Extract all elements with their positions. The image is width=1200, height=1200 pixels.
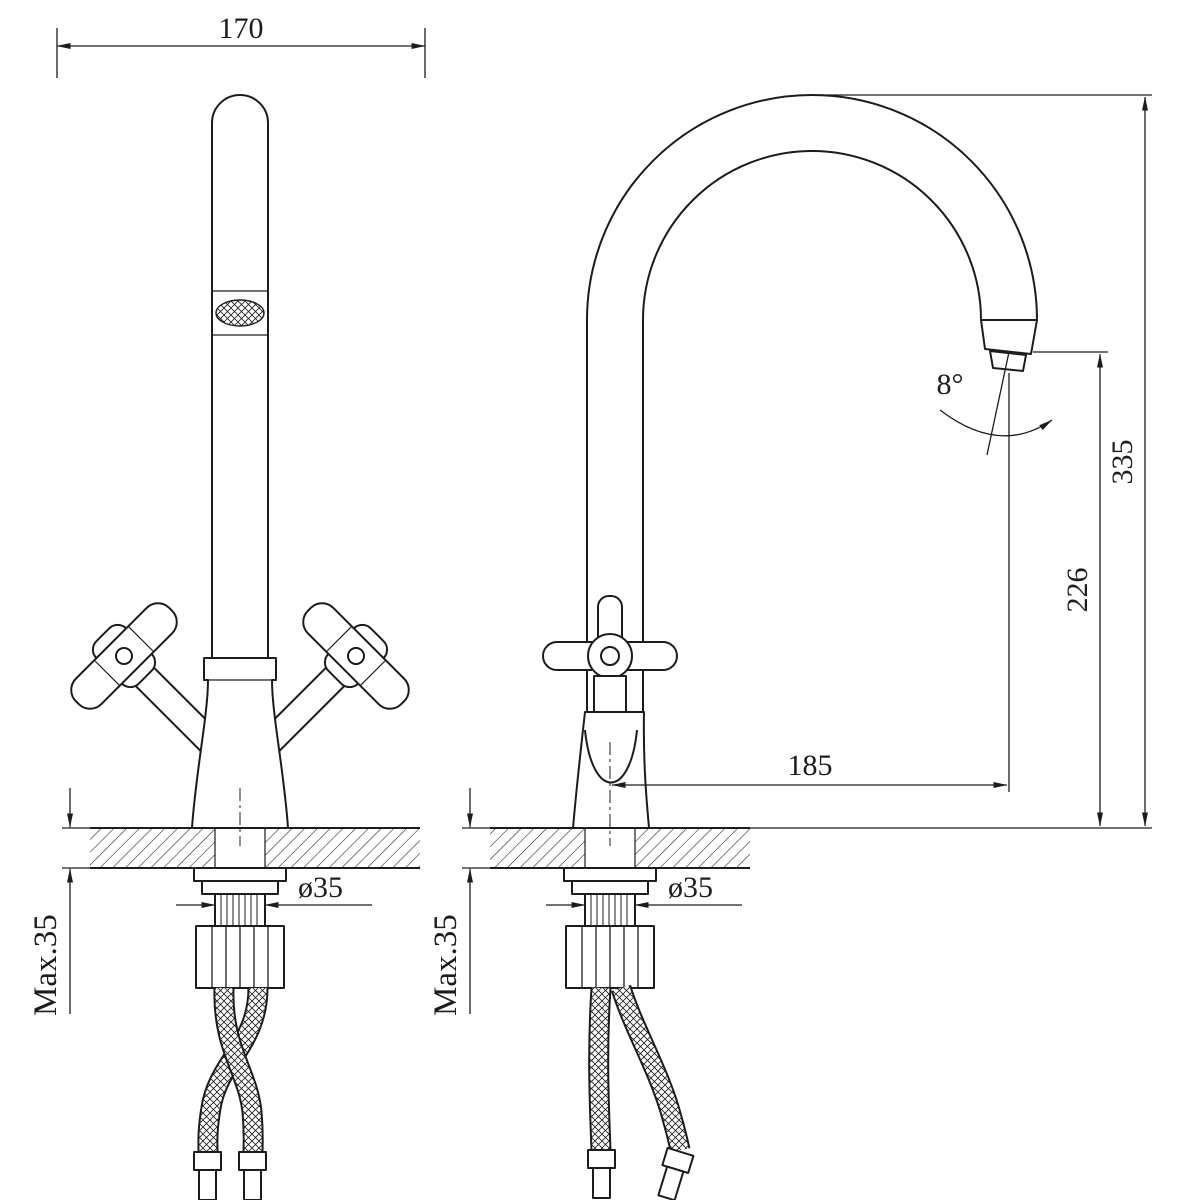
- hose-fitting: [238, 1151, 267, 1200]
- width-dimension-label: 170: [219, 12, 264, 45]
- angle-label: 8°: [937, 368, 964, 401]
- dim-deck-front: Max.35: [28, 788, 90, 1016]
- dim-deck-side: Max.35: [428, 788, 490, 1016]
- handle-right: [259, 602, 410, 753]
- hose-fitting: [587, 1149, 616, 1199]
- dim-total-height: 335: [750, 94, 1152, 829]
- body-joint-curve: [584, 729, 638, 784]
- dim-spout-height: 226: [1033, 351, 1108, 827]
- side-view: 335 226 185 8° ø35: [428, 94, 1152, 1200]
- aerator-band: [212, 290, 268, 336]
- dim-hole-side: ø35: [546, 871, 742, 908]
- dim-hole-front: ø35: [176, 871, 372, 908]
- hose-fitting: [657, 1146, 695, 1200]
- dim-reach: 185: [611, 373, 1010, 792]
- spout-tip: [980, 319, 1038, 355]
- front-view: 170: [28, 12, 426, 1200]
- handle-side: [542, 595, 678, 679]
- gooseneck-spout: [586, 94, 1038, 713]
- handle-left: [70, 602, 221, 753]
- faucet-body-side: [572, 711, 650, 829]
- deck-thickness-label-front: Max.35: [28, 914, 64, 1016]
- hole-dimension-label-front: ø35: [298, 871, 343, 904]
- spout-nozzle: [989, 350, 1027, 372]
- hose-fitting: [193, 1151, 222, 1200]
- dim-angle: 8°: [937, 351, 1053, 456]
- deck-thickness-label-side: Max.35: [428, 914, 464, 1016]
- dim-width: 170: [56, 12, 426, 78]
- handle-neck: [593, 675, 627, 715]
- mounting-front: [193, 867, 287, 989]
- deck-front: [90, 827, 420, 869]
- mounting-side: [563, 867, 657, 989]
- hole-dimension-label-side: ø35: [668, 871, 713, 904]
- faucet-body-front: [191, 657, 289, 829]
- spout-height-label: 226: [1061, 568, 1094, 613]
- total-height-label: 335: [1106, 440, 1139, 485]
- deck-side: [490, 827, 750, 869]
- reach-label: 185: [788, 749, 833, 782]
- spout-tube-front: [211, 94, 269, 669]
- hoses-front: [193, 987, 269, 1200]
- hoses-side: [587, 984, 695, 1200]
